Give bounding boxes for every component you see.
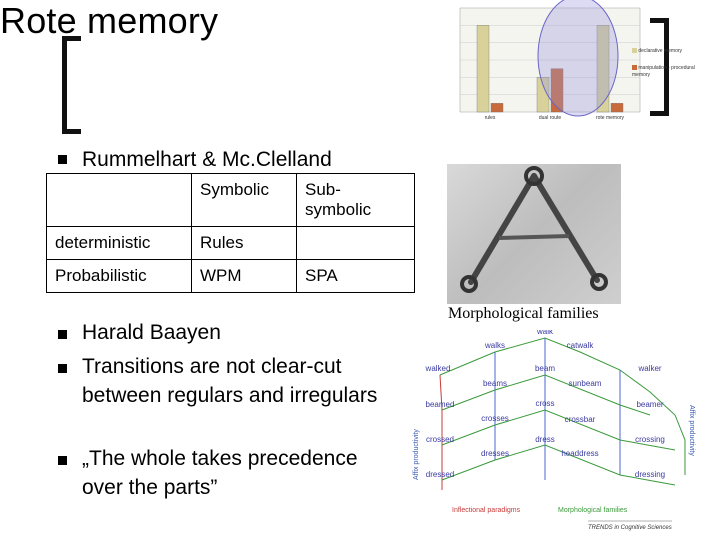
model-table: Symbolic Sub-symbolic deterministic Rule… bbox=[46, 173, 415, 293]
diagram-word: beamer bbox=[636, 400, 663, 409]
legend-swatch bbox=[632, 65, 637, 71]
legend-inflectional: Inflectional paradigms bbox=[452, 507, 521, 514]
diagram-word: catwalk bbox=[567, 341, 595, 350]
diagram-word: beamed bbox=[426, 400, 455, 409]
morphology-diagram: walk walks catwalk walked beam walker beams sun… bbox=[413, 330, 695, 531]
table-cell bbox=[46, 173, 192, 227]
diagram-word: crossing bbox=[635, 435, 665, 444]
diagram-word: sunbeam bbox=[569, 379, 602, 388]
diagram-word: walker bbox=[637, 364, 661, 373]
diagram-word: crossbar bbox=[565, 415, 596, 424]
table-cell: Sub-symbolic bbox=[296, 173, 415, 227]
bar-declarative bbox=[536, 77, 550, 113]
bar-procedural bbox=[490, 103, 504, 113]
diagram-word: walk bbox=[536, 330, 554, 336]
diagram-word: headdress bbox=[561, 449, 598, 458]
tick-label: dual route bbox=[539, 115, 561, 120]
diagram-word: beams bbox=[483, 379, 507, 388]
legend-families: Morphological families bbox=[558, 507, 628, 514]
bullet-marker bbox=[58, 456, 67, 465]
diagram-word: dresses bbox=[481, 449, 509, 458]
table-cell: Probabilistic bbox=[46, 259, 192, 293]
bullet-text: Transitions are not clear-cut between re… bbox=[82, 355, 378, 407]
tick-label: rules bbox=[485, 115, 496, 120]
diagram-word: beam bbox=[535, 364, 555, 373]
diagram-word: walks bbox=[484, 341, 505, 350]
legend-swatch bbox=[632, 48, 637, 54]
axis-label-right: Affix productivity bbox=[688, 405, 695, 456]
bar-declarative bbox=[476, 25, 490, 113]
bullet-marker bbox=[58, 364, 67, 373]
table-row: Probabilistic WPM SPA bbox=[46, 259, 415, 293]
table-header-row: Symbolic Sub-symbolic bbox=[46, 173, 415, 227]
table-cell: WPM bbox=[191, 259, 297, 293]
title-bracket-right bbox=[650, 18, 669, 116]
title-bracket-left bbox=[62, 36, 81, 134]
bullet-text: „The whole takes precedence over the par… bbox=[82, 447, 358, 499]
rote-memory-highlight bbox=[537, 0, 619, 117]
page-title: Rote memory bbox=[0, 0, 219, 41]
bar-procedural bbox=[550, 68, 564, 113]
diagram-word: cross bbox=[535, 399, 554, 408]
diagram-word: dressed bbox=[426, 470, 454, 479]
wrench-illustration bbox=[460, 166, 608, 293]
legend-label: declarative memory bbox=[638, 48, 683, 54]
bullet-text: Harald Baayen bbox=[82, 321, 221, 344]
bullet-marker bbox=[58, 330, 67, 339]
table-cell: deterministic bbox=[46, 226, 192, 260]
legend-item-declarative: declarative memory bbox=[632, 48, 698, 55]
wrench-photo bbox=[447, 164, 621, 304]
bar-declarative bbox=[596, 25, 610, 113]
chart-legend: declarative memory manipulation - proced… bbox=[632, 48, 698, 79]
diagram-word: crossed bbox=[426, 435, 454, 444]
chart-grid bbox=[460, 7, 640, 113]
bullet-text: Rummelhart & Mc.Clelland bbox=[82, 148, 332, 171]
table-cell bbox=[296, 226, 415, 260]
bullet-marker bbox=[58, 155, 67, 164]
tick-label: rote memory bbox=[596, 115, 625, 120]
table-cell: Rules bbox=[191, 226, 297, 260]
diagram-word: dressing bbox=[635, 470, 665, 479]
legend-item-procedural: manipulation - procedural memory bbox=[632, 65, 698, 79]
diagram-word: dress bbox=[535, 435, 555, 444]
source-label: TRENDS in Cognitive Sciences bbox=[588, 525, 672, 531]
table-cell: Symbolic bbox=[191, 173, 297, 227]
bar-chart: rules dual route rote memory bbox=[459, 0, 641, 120]
diagram-word: crosses bbox=[481, 414, 509, 423]
photo-caption: Morphological families bbox=[448, 305, 599, 322]
table-row: deterministic Rules bbox=[46, 226, 415, 260]
table-cell: SPA bbox=[296, 259, 415, 293]
legend-label: manipulation - procedural memory bbox=[632, 65, 695, 78]
diagram-word: walked bbox=[425, 364, 451, 373]
bar-procedural bbox=[610, 103, 624, 113]
axis-label-left: Affix productivity bbox=[413, 429, 420, 480]
